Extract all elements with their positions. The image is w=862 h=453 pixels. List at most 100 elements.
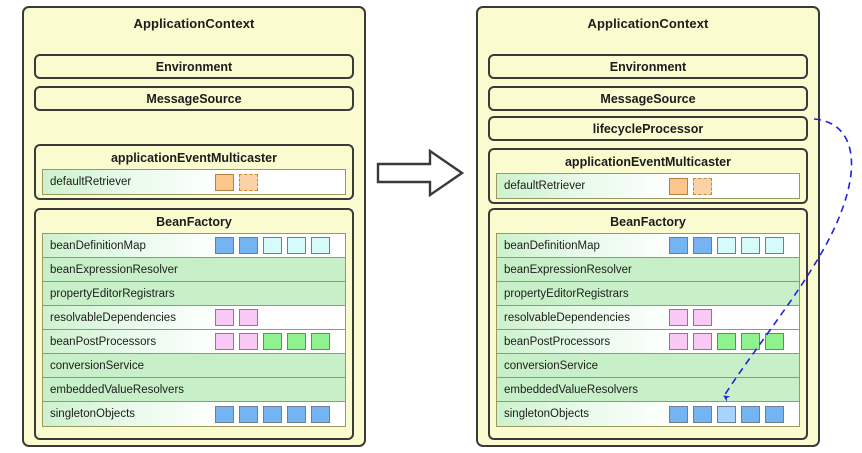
- table-row: beanDefinitionMap: [43, 234, 345, 258]
- slot-group: [669, 306, 712, 329]
- table-row: beanDefinitionMap: [497, 234, 799, 258]
- table-row: propertyEditorRegistrars: [497, 282, 799, 306]
- block-title-bean-factory-before: BeanFactory: [156, 215, 232, 229]
- slot-green: [263, 333, 282, 350]
- row-label-conversionservice: conversionService: [50, 359, 144, 372]
- row-label-resolvabledependencies: resolvableDependencies: [504, 311, 630, 324]
- slot-blue: [215, 405, 234, 423]
- slot-pink: [239, 309, 258, 326]
- row-label-beanexpressionresolver: beanExpressionResolver: [504, 263, 632, 276]
- table-row: conversionService: [497, 354, 799, 378]
- slot-green: [287, 333, 306, 350]
- slot-blue: [215, 237, 234, 254]
- table-row: beanPostProcessors: [43, 330, 345, 354]
- table-row: embeddedValueResolvers: [497, 378, 799, 402]
- slot-orange-dashed: [239, 173, 258, 191]
- page-title-before: ApplicationContext: [133, 16, 255, 31]
- slot-group: [215, 234, 330, 257]
- slot-group: [215, 330, 330, 353]
- slot-group: [215, 402, 330, 426]
- slot-group: [215, 170, 258, 194]
- row-label-singletonobjects: singletonObjects: [504, 408, 590, 420]
- slot-pink: [239, 333, 258, 350]
- multicaster-rows-after: defaultRetriever: [496, 173, 800, 199]
- slot-group: [669, 330, 784, 353]
- slot-group: [669, 174, 712, 198]
- slot-pink: [669, 333, 688, 350]
- table-row: defaultRetriever: [497, 174, 799, 198]
- table-row: defaultRetriever: [43, 170, 345, 194]
- subbox-message-source-after: MessageSource: [488, 86, 808, 111]
- slot-cyan: [765, 237, 784, 254]
- slot-blue: [239, 237, 258, 254]
- slot-pink: [693, 333, 712, 350]
- page-title-after: ApplicationContext: [587, 16, 709, 31]
- slot-blue: [263, 405, 282, 423]
- slot-cyan: [263, 237, 282, 254]
- table-row: embeddedValueResolvers: [43, 378, 345, 402]
- slot-cyan: [741, 237, 760, 254]
- table-row: propertyEditorRegistrars: [43, 282, 345, 306]
- multicaster-rows-before: defaultRetriever: [42, 169, 346, 195]
- slot-orange: [215, 173, 234, 191]
- subbox-environment-before: Environment: [34, 54, 354, 79]
- slot-blue: [693, 237, 712, 254]
- row-label-singletonobjects: singletonObjects: [50, 408, 136, 420]
- slot-group: [215, 306, 258, 329]
- slot-blue: [669, 237, 688, 254]
- table-row: beanExpressionResolver: [43, 258, 345, 282]
- subbox-environment-after: Environment: [488, 54, 808, 79]
- slot-pink: [693, 309, 712, 326]
- row-label-embeddedvalueresolvers: embeddedValueResolvers: [504, 383, 639, 396]
- row-label-default-retriever-before: defaultRetriever: [50, 176, 132, 188]
- bean-factory-before: BeanFactory beanDefinitionMap beanExpress…: [34, 208, 354, 440]
- slot-green: [741, 333, 760, 350]
- slot-blue: [765, 405, 784, 423]
- slot-group: [669, 402, 784, 426]
- subbox-message-source-before: MessageSource: [34, 86, 354, 111]
- table-row: beanPostProcessors: [497, 330, 799, 354]
- block-title-multicaster-after: applicationEventMulticaster: [564, 155, 731, 169]
- slot-pink: [215, 333, 234, 350]
- slot-green: [311, 333, 330, 350]
- row-label-beandefinitionmap: beanDefinitionMap: [50, 239, 146, 252]
- table-row: singletonObjects: [43, 402, 345, 426]
- row-label-conversionservice: conversionService: [504, 359, 598, 372]
- row-label-beandefinitionmap: beanDefinitionMap: [504, 239, 600, 252]
- slot-blue: [287, 405, 306, 423]
- transition-arrow-icon: [376, 148, 465, 198]
- slot-cyan: [717, 237, 736, 254]
- slot-orange-dashed: [693, 177, 712, 195]
- application-context-panel-before: ApplicationContext Environment MessageSo…: [22, 6, 366, 447]
- slot-group: [669, 234, 784, 257]
- row-label-propertyeditorregistrars: propertyEditorRegistrars: [504, 287, 629, 300]
- bean-factory-rows-after: beanDefinitionMap beanExpressionResolver p…: [496, 233, 800, 427]
- slot-blue: [239, 405, 258, 423]
- application-event-multicaster-after: applicationEventMulticaster defaultRetri…: [488, 148, 808, 204]
- row-label-resolvabledependencies: resolvableDependencies: [50, 311, 176, 324]
- slot-blue: [741, 405, 760, 423]
- slot-blue: [669, 405, 688, 423]
- row-label-beanpostprocessors: beanPostProcessors: [50, 335, 157, 348]
- slot-pink: [669, 309, 688, 326]
- slot-orange: [669, 177, 688, 195]
- bean-factory-after: BeanFactory beanDefinitionMap beanExpress…: [488, 208, 808, 440]
- table-row: beanExpressionResolver: [497, 258, 799, 282]
- row-label-beanexpressionresolver: beanExpressionResolver: [50, 263, 178, 276]
- bean-factory-rows-before: beanDefinitionMap beanExpressionResolver p…: [42, 233, 346, 427]
- block-title-bean-factory-after: BeanFactory: [610, 215, 686, 229]
- subbox-lifecycle-processor-after: lifecycleProcessor: [488, 116, 808, 141]
- slot-pink: [215, 309, 234, 326]
- slot-cyan: [287, 237, 306, 254]
- slot-green: [765, 333, 784, 350]
- application-context-panel-after: ApplicationContext Environment MessageSo…: [476, 6, 820, 447]
- row-label-propertyeditorregistrars: propertyEditorRegistrars: [50, 287, 175, 300]
- slot-cyan: [311, 237, 330, 254]
- slot-blue: [693, 405, 712, 423]
- block-title-multicaster-before: applicationEventMulticaster: [110, 151, 277, 165]
- table-row: conversionService: [43, 354, 345, 378]
- slot-bluelight: [717, 405, 736, 423]
- table-row: resolvableDependencies: [497, 306, 799, 330]
- row-label-embeddedvalueresolvers: embeddedValueResolvers: [50, 383, 185, 396]
